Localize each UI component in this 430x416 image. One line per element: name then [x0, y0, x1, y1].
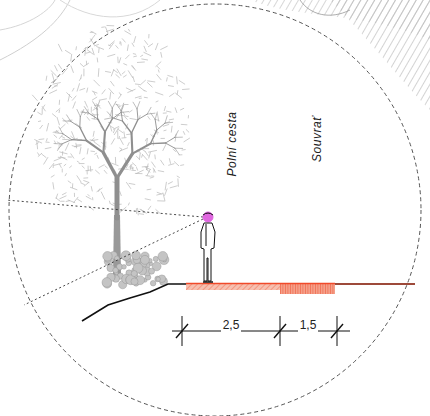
- field-line: [335, 283, 415, 284]
- dimension-value: 2,5: [221, 315, 242, 333]
- headland-surface: [280, 283, 335, 294]
- sight-line: [24, 219, 203, 305]
- label-text: 2,5: [221, 318, 242, 332]
- tree-illustration: [32, 25, 190, 288]
- person-figure: [201, 212, 215, 282]
- terrain-line: [82, 284, 415, 321]
- focus-circle: [9, 4, 421, 416]
- area-label: Souvrať: [307, 116, 325, 162]
- label-text: Polní cesta: [225, 112, 239, 177]
- sight-line: [6, 200, 203, 217]
- label-text: Souvrať: [310, 116, 324, 162]
- label-text: 1,5: [298, 318, 319, 332]
- area-label: Polní cesta: [222, 112, 240, 177]
- map-texture: [0, 0, 430, 110]
- dimension-value: 1,5: [298, 315, 319, 333]
- dimension-line: [172, 316, 350, 346]
